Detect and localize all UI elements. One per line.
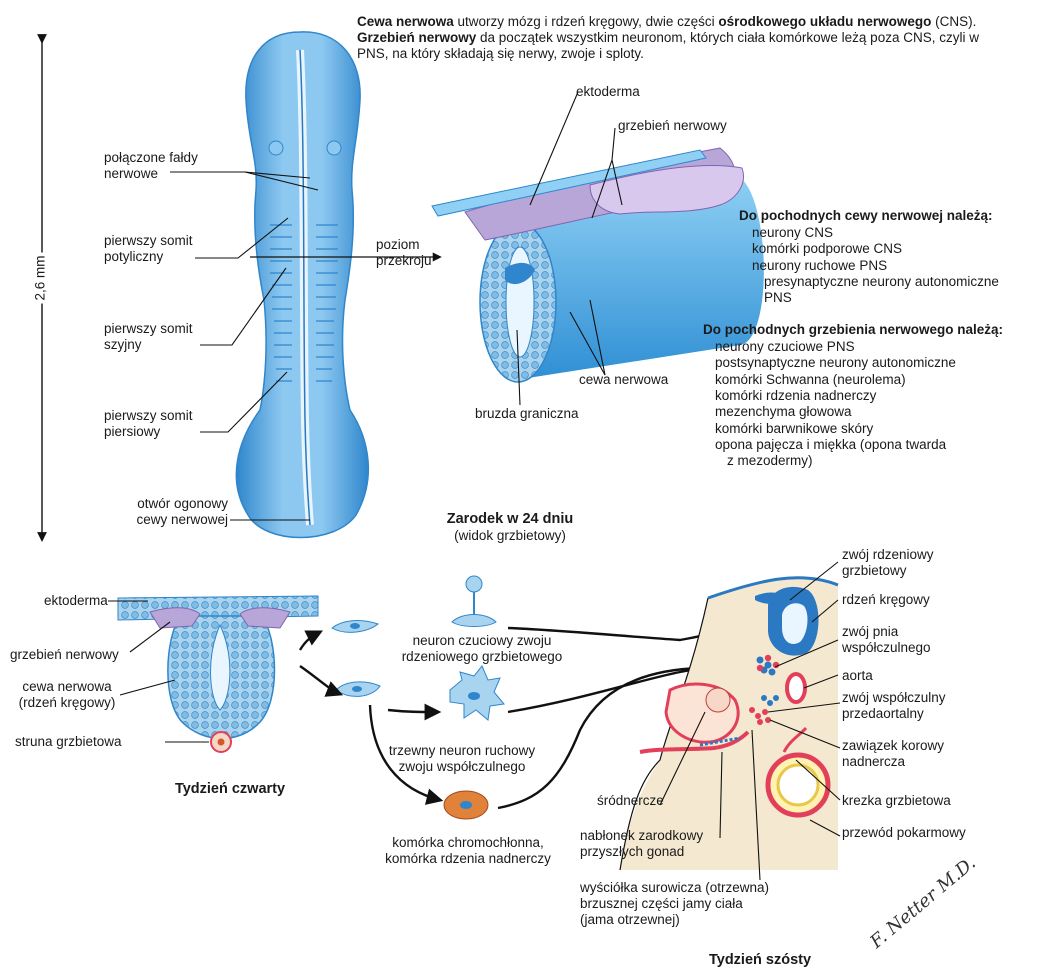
crest-derivative-item: komórki barwnikowe skóry (715, 421, 874, 436)
section-leader-lines (516, 91, 623, 406)
label-preaortic-ganglion: zwój współczulny przedaortalny (842, 690, 946, 721)
crest-derivative-item: mezenchyma głowowa (715, 404, 852, 419)
label-serosa: wyściółka surowicza (otrzewna) brzusznej… (580, 880, 770, 927)
label-chromaffin-cell: komórka chromochłonna, komórka rdzenia n… (385, 835, 551, 866)
label-sulcus-limitans: bruzda graniczna (475, 406, 579, 421)
week4-title: Tydzień czwarty (174, 781, 286, 797)
crest-derivative-item: neurony czuciowe PNS (715, 339, 855, 354)
label-visceral-motor-neuron: trzewny neuron ruchowy zwoju współczulne… (388, 743, 536, 774)
crest-derivatives-heading: Do pochodnych grzebienia nerwowego należ… (703, 322, 1004, 337)
crest-derivative-item: opona pajęcza i miękka (opona twarda (715, 437, 947, 452)
embryo-subtitle: (widok grzbietowy) (454, 528, 566, 543)
label-first-cervical-somite: pierwszy somit szyjny (104, 321, 193, 352)
label-section-neural-tube: cewa nerwowa (579, 372, 669, 387)
label-adrenal-cortex: zawiązek korowy nadnercza (842, 738, 945, 769)
label-section-ectoderm: ektoderma (576, 84, 640, 99)
label-dorsal-mesentery: krezka grzbietowa (842, 793, 951, 808)
label-spinal-cord: rdzeń kręgowy (842, 592, 930, 607)
label-caudal-neuropore: otwór ogonowy cewy nerwowej (136, 496, 228, 527)
crest-derivative-item: postsynaptyczne neurony autonomiczne (715, 355, 956, 370)
week4-leader-lines (108, 600, 209, 743)
cross-section-drawing (431, 147, 764, 383)
label-gut: przewód pokarmowy (842, 825, 966, 840)
crest-derivative-item: z mezodermy) (727, 453, 813, 468)
label-sensory-neuron: neuron czuciowy zwoju rdzeniowego grzbie… (401, 633, 563, 664)
week6-title: Tydzień szósty (708, 952, 812, 968)
label-week4-ectoderm: ektoderma (44, 593, 108, 608)
intro-text-2: (CNS). (931, 14, 977, 29)
label-mesonephros: śródnercze (597, 793, 664, 808)
label-first-occipital-somite: pierwszy somit potyliczny (104, 233, 193, 264)
label-notochord: struna grzbietowa (15, 734, 122, 749)
label-week4-neural-crest: grzebień nerwowy (10, 647, 119, 662)
label-neural-folds: połączone fałdy nerwowe (104, 150, 198, 181)
label-week4-neural-tube: cewa nerwowa (rdzeń kręgowy) (18, 679, 116, 710)
tube-derivative-item: PNS (764, 290, 792, 305)
label-dorsal-root-ganglion: zwój rdzeniowy grzbietowy (842, 547, 934, 578)
crest-derivative-item: komórki Schwanna (neurolema) (715, 372, 906, 387)
tube-derivative-item: presynaptyczne neurony autonomiczne (764, 274, 999, 289)
intro-paragraph: Cewa nerwowa utworzy mózg i rdzeń kręgow… (357, 14, 997, 62)
tube-derivative-item: neurony ruchowe PNS (752, 258, 888, 273)
embryo-dorsal-view (235, 31, 370, 539)
week4-section (117, 595, 319, 753)
intro-text-3: da początek wszystkim neuronom, których … (357, 30, 979, 61)
intro-bold-neural-tube: Cewa nerwowa (357, 14, 454, 29)
cell-illustrations (331, 575, 505, 820)
embryo-leader-lines (170, 171, 319, 521)
intro-bold-neural-crest: Grzebień nerwowy (357, 30, 477, 45)
tube-derivative-item: neurony CNS (752, 225, 834, 240)
intro-text-1: utworzy mózg i rdzeń kręgowy, dwie częśc… (453, 14, 719, 29)
label-gonadal-epithelium: nabłonek zarodkowy przyszłych gonad (580, 828, 704, 859)
label-first-thoracic-somite: pierwszy somit piersiowy (104, 408, 193, 439)
embryo-title: Zarodek w 24 dniu (446, 511, 574, 527)
tube-derivatives-heading: Do pochodnych cewy nerwowej należą: (739, 208, 993, 223)
week6-section (619, 576, 839, 871)
label-section-level: poziom przekroju (376, 237, 432, 268)
week6-leader-lines (659, 561, 841, 881)
label-section-neural-crest: grzebień nerwowy (618, 118, 727, 133)
label-sympathetic-trunk-ganglion: zwój pnia współczulnego (842, 624, 931, 655)
crest-derivative-item: komórki rdzenia nadnerczy (715, 388, 877, 403)
scale-bar-label: 2,6 mm (32, 252, 49, 304)
tube-derivative-item: komórki podporowe CNS (752, 241, 903, 256)
intro-bold-cns: ośrodkowego układu nerwowego (718, 14, 932, 29)
label-aorta: aorta (842, 668, 873, 683)
